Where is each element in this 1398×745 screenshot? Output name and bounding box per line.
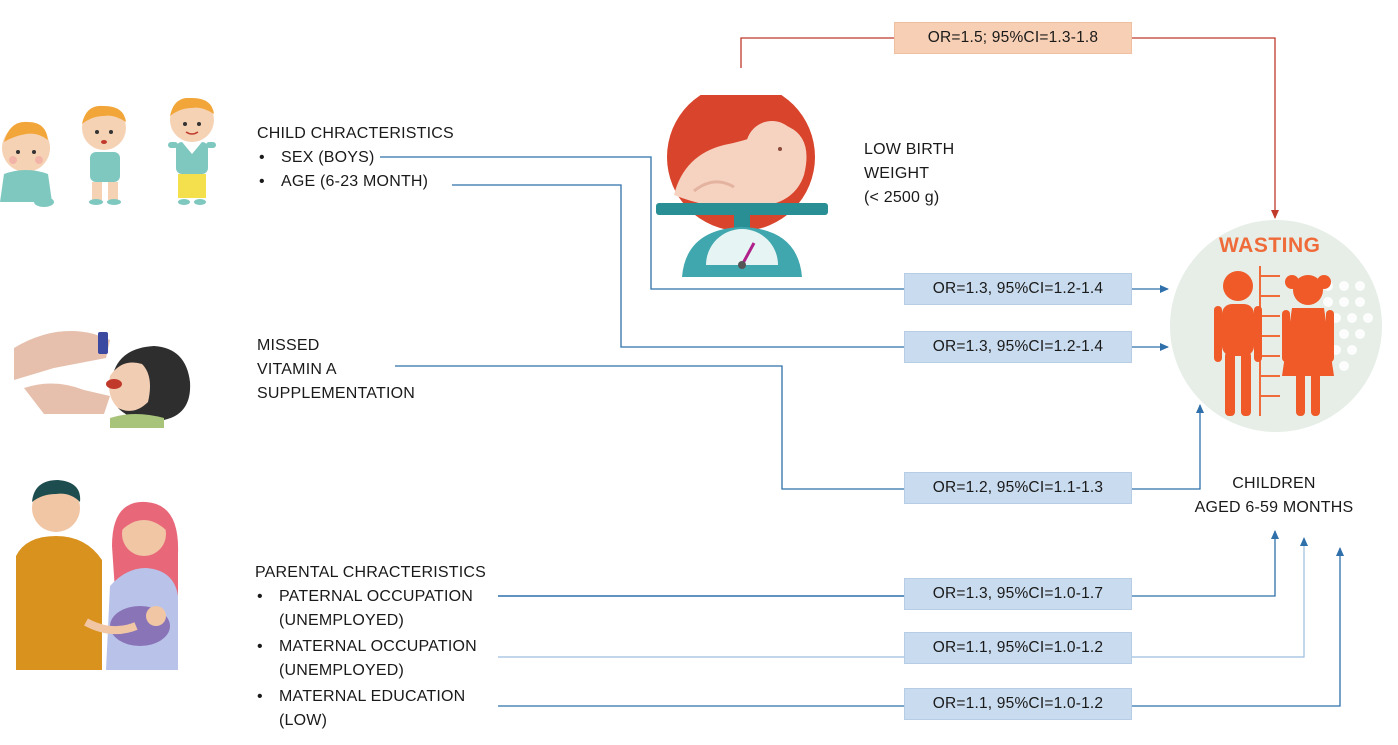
vitamin-connector	[395, 365, 905, 490]
paternal-occupation-line2: (UNEMPLOYED)	[279, 612, 405, 629]
or-maternal-occupation: OR=1.1, 95%CI=1.0-1.2	[904, 632, 1132, 664]
birth-line-1: LOW BIRTH	[864, 141, 955, 158]
or-sex: OR=1.3, 95%CI=1.2-1.4	[904, 273, 1132, 305]
vitamin-line-3: SUPPLEMENTATION	[257, 385, 415, 402]
parental-characteristics: PARENTAL CHRACTERISTICS PATERNAL OCCUPAT…	[255, 561, 486, 733]
parental-characteristics-heading: PARENTAL CHRACTERISTICS	[255, 564, 486, 581]
maternal-education-arrow	[1131, 547, 1344, 707]
vitamin-arrow	[1131, 404, 1204, 490]
or-vitamin: OR=1.2, 95%CI=1.1-1.3	[904, 472, 1132, 504]
low-birth-weight-label: LOW BIRTH WEIGHT (< 2500 g)	[864, 138, 954, 210]
paternal-occupation-line1: PATERNAL OCCUPATION	[279, 588, 474, 605]
vitamin-line-2: VITAMIN A	[257, 361, 337, 378]
birth-weight-connector	[740, 37, 895, 68]
sex-connector	[380, 156, 905, 290]
family-illustration	[16, 480, 179, 670]
maternal-occupation-line2: (UNEMPLOYED)	[279, 662, 405, 679]
birth-line-2: WEIGHT	[864, 165, 930, 182]
or-paternal-occupation: OR=1.3, 95%CI=1.0-1.7	[904, 578, 1132, 610]
missed-vitamin-a-label: MISSED VITAMIN A SUPPLEMENTATION	[257, 334, 415, 406]
maternal-occupation-line1: MATERNAL OCCUPATION	[279, 638, 477, 655]
maternal-occupation-arrow	[1131, 537, 1308, 658]
child-characteristics: CHILD CHRACTERISTICS SEX (BOYS) AGE (6-2…	[257, 122, 454, 194]
wasting-children-illustration	[1170, 220, 1382, 432]
child-characteristics-heading: CHILD CHRACTERISTICS	[257, 125, 454, 142]
paternal-occupation-item: PATERNAL OCCUPATION (UNEMPLOYED)	[255, 585, 486, 633]
or-maternal-education: OR=1.1, 95%CI=1.0-1.2	[904, 688, 1132, 720]
or-age: OR=1.3, 95%CI=1.2-1.4	[904, 331, 1132, 363]
population-label: CHILDREN AGED 6-59 MONTHS	[1176, 472, 1372, 520]
baby-scale-illustration	[656, 95, 828, 277]
population-line-2: AGED 6-59 MONTHS	[1194, 499, 1354, 516]
birth-weight-arrow	[1131, 37, 1279, 219]
maternal-education-line1: MATERNAL EDUCATION	[279, 688, 466, 705]
paternal-arrow	[1131, 530, 1279, 597]
maternal-education-item: MATERNAL EDUCATION (LOW)	[255, 685, 486, 733]
or-birth-weight: OR=1.5; 95%CI=1.3-1.8	[894, 22, 1132, 54]
population-line-1: CHILDREN	[1232, 475, 1316, 492]
child-age-item: AGE (6-23 MONTH)	[257, 170, 454, 194]
age-connector	[452, 184, 905, 348]
vitamin-drops-illustration	[14, 331, 191, 428]
maternal-occupation-item: MATERNAL OCCUPATION (UNEMPLOYED)	[255, 635, 486, 683]
maternal-education-line2: (LOW)	[279, 712, 328, 729]
wasting-title: WASTING	[1219, 234, 1321, 257]
birth-line-3: (< 2500 g)	[864, 189, 940, 206]
child-sex-item: SEX (BOYS)	[257, 146, 454, 170]
babies-illustration	[0, 98, 216, 207]
vitamin-line-1: MISSED	[257, 337, 320, 354]
